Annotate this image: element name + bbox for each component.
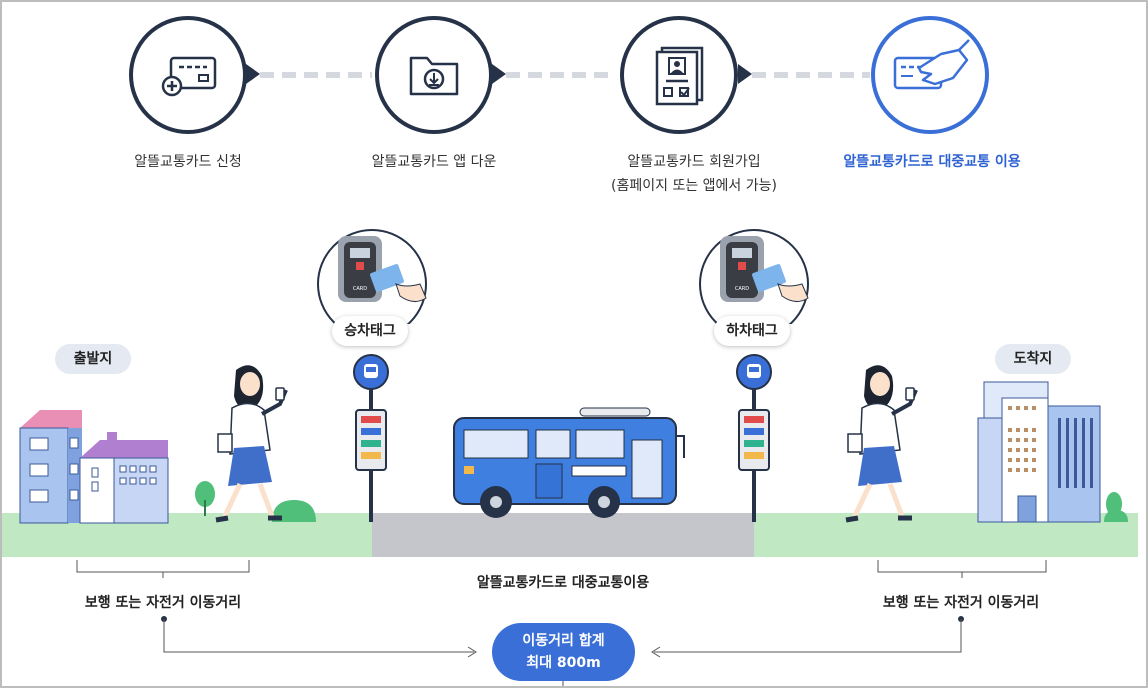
step-3-label: 알뜰교통카드 회원가입 (홈페이지 또는 앱에서 가능) bbox=[574, 150, 814, 198]
registration-form-icon bbox=[655, 46, 704, 106]
reader-card-text-2: CARD bbox=[735, 286, 749, 292]
walk-distance-right: 보행 또는 자전거 이동거리 bbox=[882, 595, 1040, 611]
arrival-label: 도착지 bbox=[995, 344, 1071, 374]
step-4-circle bbox=[871, 16, 989, 134]
distance-connectors bbox=[76, 560, 1047, 686]
step-connector-1 bbox=[260, 72, 372, 78]
departure-label: 출발지 bbox=[55, 344, 131, 374]
boarding-bus-stop-sign bbox=[353, 354, 389, 522]
step-2-circle bbox=[375, 16, 493, 134]
step-4-label: 알뜰교통카드로 대중교통 이용 bbox=[843, 154, 1021, 170]
reader-card-text: CARD bbox=[353, 286, 367, 292]
step-arrow-2 bbox=[492, 64, 506, 84]
walking-person-right bbox=[845, 365, 918, 523]
boarding-tag-label: 승차태그 bbox=[332, 316, 408, 346]
step-arrow-1 bbox=[246, 64, 260, 84]
download-folder-icon bbox=[409, 56, 459, 96]
total-distance-badge: 이동거리 합계 최대 800m bbox=[492, 623, 635, 681]
total-distance-line2: 최대 800m bbox=[526, 655, 601, 671]
alighting-reader-bubble: CARD bbox=[699, 229, 809, 324]
road bbox=[372, 513, 754, 557]
walk-distance-left: 보행 또는 자전거 이동거리 bbox=[84, 595, 242, 611]
step-connector-2 bbox=[506, 72, 616, 78]
alighting-tag-label: 하차태그 bbox=[714, 316, 790, 346]
step-3-circle bbox=[620, 16, 738, 134]
boarding-reader-bubble: CARD bbox=[317, 229, 427, 324]
tree-and-bush-left bbox=[195, 481, 316, 522]
alighting-bus-stop-sign bbox=[736, 354, 772, 522]
step-2-label: 알뜰교통카드 앱 다운 bbox=[371, 154, 497, 170]
arrival-building bbox=[977, 381, 1128, 523]
bus-illustration bbox=[453, 407, 685, 518]
step-3-label-sub: (홈페이지 또는 앱에서 가능) bbox=[611, 178, 777, 194]
transit-label: 알뜰교통카드로 대중교통이용 bbox=[476, 575, 650, 591]
walking-person-left bbox=[215, 365, 288, 523]
step-1-label: 알뜰교통카드 신청 bbox=[134, 154, 242, 170]
total-distance-line1: 이동거리 합계 bbox=[522, 633, 605, 649]
step-3-label-main: 알뜰교통카드 회원가입 bbox=[627, 154, 761, 170]
card-hand-icon bbox=[893, 39, 970, 90]
step-connector-3 bbox=[752, 72, 870, 78]
card-plus-icon bbox=[161, 56, 217, 97]
step-arrow-3 bbox=[738, 64, 752, 84]
step-1-circle bbox=[129, 16, 247, 134]
departure-buildings bbox=[19, 410, 169, 524]
